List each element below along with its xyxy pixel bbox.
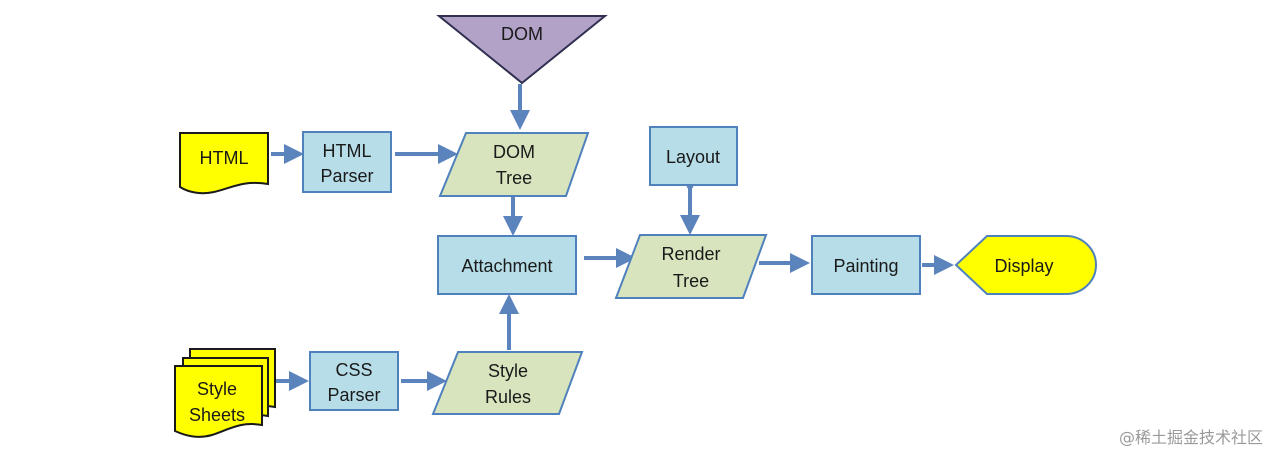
dom-tree-line-1: DOM: [493, 142, 535, 162]
node-layout: Layout: [649, 126, 738, 186]
watermark: @稀土掘金技术社区: [1118, 428, 1263, 447]
node-style-rules: Style Rules: [431, 351, 584, 415]
node-html-parser: HTML Parser: [302, 131, 392, 193]
dom-tree-line-2: Tree: [496, 168, 532, 188]
css-parser-line-2: Parser: [327, 385, 380, 405]
html-parser-line-2: Parser: [320, 166, 373, 186]
render-tree-line-1: Render: [661, 244, 720, 264]
node-dom-tree: DOM Tree: [438, 132, 590, 197]
style-rules-line-2: Rules: [485, 387, 531, 407]
node-style-sheets: Style Sheets: [174, 348, 276, 438]
node-render-tree: Render Tree: [614, 234, 768, 299]
node-dom: DOM: [436, 15, 608, 85]
attachment-label: Attachment: [461, 256, 552, 276]
html-label: HTML: [200, 148, 249, 168]
layout-label: Layout: [666, 147, 720, 167]
dom-label: DOM: [501, 24, 543, 44]
render-tree-line-2: Tree: [673, 271, 709, 291]
painting-label: Painting: [833, 256, 898, 276]
node-css-parser: CSS Parser: [309, 351, 399, 411]
node-attachment: Attachment: [437, 235, 577, 295]
node-painting: Painting: [811, 235, 921, 295]
edges: [271, 84, 954, 391]
style-sheets-line-1: Style: [197, 379, 237, 399]
node-display: Display: [954, 235, 1097, 295]
style-rules-line-1: Style: [488, 361, 528, 381]
css-parser-line-1: CSS: [335, 360, 372, 380]
display-label: Display: [994, 256, 1053, 276]
html-parser-line-1: HTML: [323, 141, 372, 161]
node-html-document: HTML: [179, 132, 269, 195]
style-sheets-line-2: Sheets: [189, 405, 245, 425]
